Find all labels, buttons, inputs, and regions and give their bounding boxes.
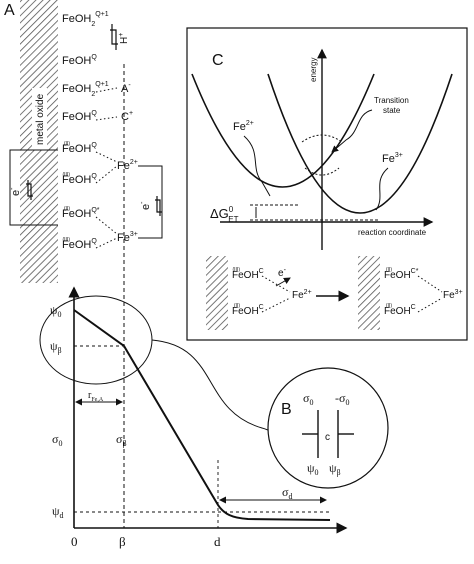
surface-electron-label: e- [9,187,22,196]
sigma-d-label: σd [282,485,292,501]
anion-label: A- [121,82,131,95]
fe3-parabola [267,73,453,214]
c-right-bonds [417,275,443,313]
transition-state-line2: state [383,106,401,115]
psi-d-label: ψd [52,504,64,520]
potential-curve [73,309,331,521]
dotted-bonds [95,87,118,249]
surface-species-8: (III)FeOHQ [62,237,97,251]
c-left-electron-arrow [275,277,291,287]
panel-b-label: B [281,401,292,418]
r-fe-a-label: rFe,A [88,390,104,403]
c-right-inset-surface [358,256,380,330]
c-right-species-2: (II)FeOHC [384,303,416,317]
surface-species-2: FeOHQ [62,54,97,67]
delta-g-markers [250,204,380,221]
b-sigma-0: σ0 [303,391,313,407]
metal-oxide-label-box [32,88,47,150]
zoom-leader [151,339,281,437]
energy-label: energy [309,58,318,82]
surface-species-list: FeOH2Q+1FeOHQFeOH2Q+1FeOHQ(II)FeOHQ(III)… [62,11,109,251]
fe2-parabola [191,73,375,188]
surface-species-3: FeOH2Q+1 [62,81,109,98]
c-fe2-pointer [243,135,271,197]
c-left-bonds [261,275,291,313]
psi-beta-label: ψβ [50,339,62,355]
c-right-species-1: (II)FeOHC* [384,267,419,281]
c-left-inset-surface [206,256,228,330]
psi-0-label: ψ0 [50,303,62,319]
c-left-species-1: (III)FeOHC [232,267,264,281]
fe-electron-bracket [138,165,163,239]
surface-species-5: (II)FeOHQ [62,141,97,155]
metal-oxide-label: metal oxide [35,93,46,145]
surface-electron-arrows [26,180,33,200]
proton-label: H+ [118,33,130,44]
transition-state-split [301,134,343,176]
panel-c-box [186,27,468,341]
surface-electron-bracket [9,149,58,226]
b-minus-sigma-0: -σ0 [335,391,349,407]
x-tick-beta: β [119,534,126,549]
x-tick-d: d [214,534,221,549]
b-psi-0: ψ0 [307,461,319,477]
transition-state-line1: Transition [374,96,409,105]
sigma-0-label: σ0 [52,432,62,448]
c-right-fe: Fe3+ [443,289,463,301]
panel-c-label: C [212,52,224,69]
panel-b-circle [267,367,389,489]
potential-guides [74,345,330,528]
fe-electron-label: e- [139,201,152,210]
panel-a-label: A [4,2,15,19]
surface-species-1: FeOH2Q+1 [62,11,109,28]
sigma-beta-label: σβ [116,432,127,448]
surface-species-4: FeOHQ [62,110,97,123]
surface-species-6: (III)FeOHQ [62,172,97,186]
c-left-fe: Fe2+ [292,289,312,301]
c-left-species-2: (II)FeOHC [232,303,264,317]
b-psi-beta: ψβ [329,461,341,477]
cation-label: C+ [121,110,133,123]
fe-electron-arrows [155,196,162,216]
fe3-label: Fe3+ [117,231,138,244]
protonation-arrows [110,24,118,50]
c-fe3-label: Fe3+ [382,152,403,165]
surface-species-7: (II)FeOHQ* [62,206,100,220]
transition-state-pointer [331,109,373,153]
c-right-inset-species: (II)FeOHC* (II)FeOHC [384,267,419,317]
c-left-electron: e- [278,267,287,279]
c-fe3-pointer [375,167,389,211]
c-fe2-label: Fe2+ [233,120,254,133]
capacitor-symbol [302,410,354,458]
x-tick-0: 0 [71,534,78,549]
potential-axes [68,286,348,534]
reaction-axis-label: reaction coordinate [358,228,427,237]
capacitor-c-label: c [325,432,330,443]
fe2-label: Fe2+ [117,159,138,172]
c-left-inset-species: (III)FeOHC (II)FeOHC [232,267,264,317]
